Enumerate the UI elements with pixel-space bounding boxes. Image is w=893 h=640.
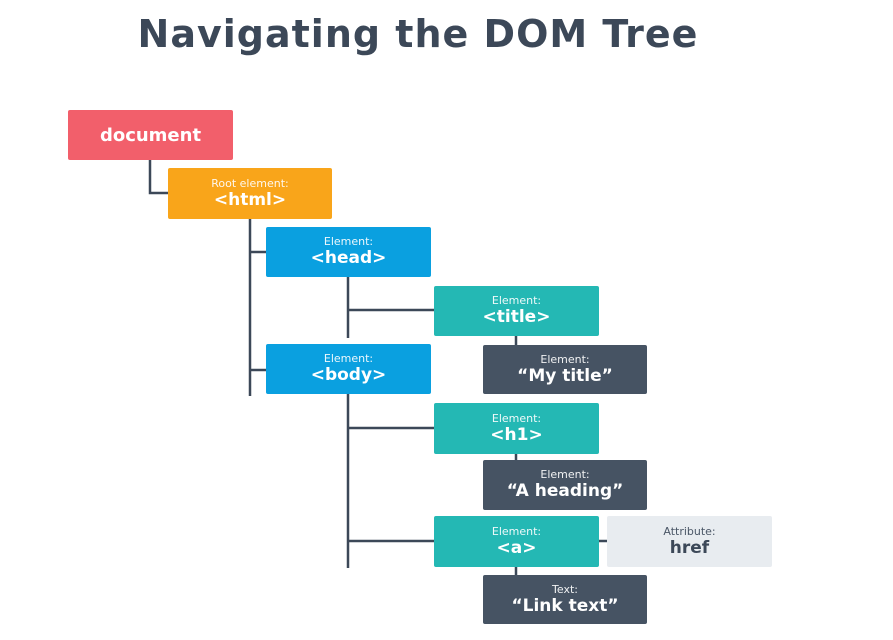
node-h1-label: <h1> [490,424,543,445]
diagram-title: Navigating the DOM Tree [137,12,699,56]
node-link-text-label: “Link text” [511,595,619,616]
node-title-element-label: <title> [482,307,551,327]
node-attribute-href-caption: Attribute: [663,524,716,538]
node-head: Element: <head> [266,227,431,277]
node-link-text: Text: “Link text” [483,575,647,624]
node-h1-text-label: “A heading” [506,481,624,501]
node-document: document [68,110,233,160]
node-html-caption: Root element: [211,176,289,190]
node-title-element-caption: Element: [491,294,542,307]
node-head-label: <head> [310,248,387,268]
node-a-label: <a> [496,537,537,558]
node-h1-text-caption: Element: [540,468,590,481]
node-link-text-caption: Text: [552,582,578,596]
node-a-caption: Element: [491,524,542,538]
node-body-label: <body> [310,365,387,385]
node-title-text-label: “My title” [517,365,613,386]
node-h1-text: Element: “A heading” [483,460,647,510]
node-html: Root element: <html> [168,168,332,219]
node-head-caption: Element: [323,235,374,248]
node-body: Element: <body> [266,344,431,394]
node-title-text: Element: “My title” [483,345,647,394]
node-body-caption: Element: [323,352,374,365]
node-title-element: Element: <title> [434,286,599,336]
node-document-label: document [99,124,202,146]
node-title-text-caption: Element: [540,352,590,366]
node-attribute-href-label: href [669,537,710,558]
node-attribute-href: Attribute: href [607,516,772,567]
node-h1-caption: Element: [491,411,542,425]
node-h1: Element: <h1> [434,403,599,454]
node-a: Element: <a> [434,516,599,567]
node-html-label: <html> [213,189,287,210]
connector-document-html [148,160,168,195]
